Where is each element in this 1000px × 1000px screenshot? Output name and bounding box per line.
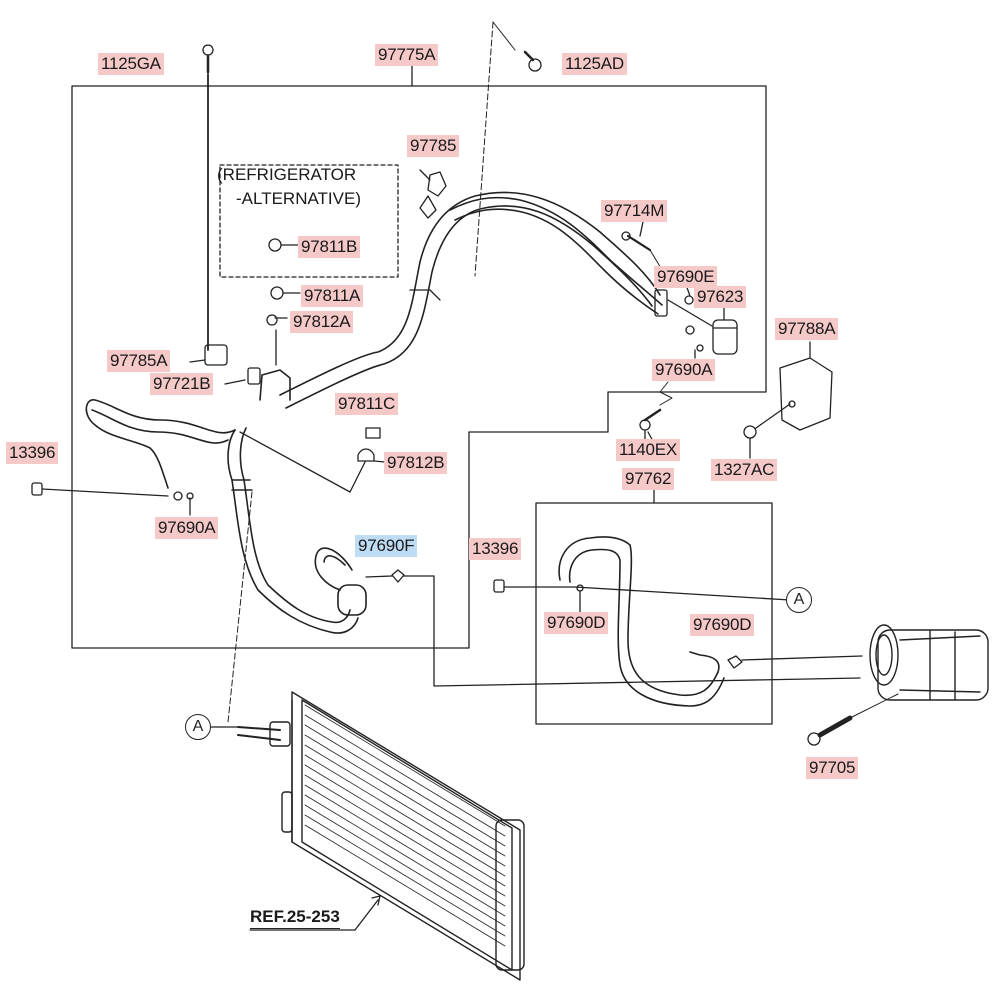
o-ring-97811A (270, 286, 284, 300)
pipe-97762 (558, 536, 725, 707)
assembly-frame-sub (535, 502, 773, 725)
assembly-frame-main (71, 85, 767, 649)
o-ring-97811B (268, 238, 282, 252)
part-label-13396-mid[interactable]: 13396 (469, 538, 522, 560)
part-label-97788A[interactable]: 97788A (775, 318, 839, 340)
hose-upper (279, 191, 663, 409)
cap-97812B (357, 448, 375, 462)
alternative-note-line2: -ALTERNATIVE) (236, 189, 361, 208)
part-label-97690D-right[interactable]: 97690D (690, 614, 755, 636)
part-label-97785A[interactable]: 97785A (107, 350, 171, 372)
receiver-drier (712, 319, 738, 355)
part-label-97812B[interactable]: 97812B (384, 452, 448, 474)
part-label-1125GA[interactable]: 1125GA (98, 53, 164, 75)
reference-label[interactable]: REF.25-253 (250, 906, 340, 929)
alternative-box (219, 164, 399, 278)
bolt-1125GA (202, 44, 214, 74)
part-label-97811C[interactable]: 97811C (335, 393, 399, 415)
part-label-97762[interactable]: 97762 (622, 468, 675, 490)
hose-curl (314, 547, 367, 616)
part-label-97811A[interactable]: 97811A (301, 285, 364, 307)
part-label-97690D-left[interactable]: 97690D (544, 612, 609, 634)
bolt-1125AD (523, 50, 542, 72)
part-label-97690A-left[interactable]: 97690A (155, 517, 219, 539)
part-label-13396-left[interactable]: 13396 (6, 442, 59, 464)
bolt-97705 (807, 715, 853, 746)
cover-97788A (779, 357, 833, 431)
part-label-97775A[interactable]: 97775A (375, 44, 439, 66)
condenser (237, 691, 525, 981)
part-label-1140EX[interactable]: 1140EX (616, 439, 681, 461)
part-label-97721B[interactable]: 97721B (150, 373, 214, 395)
hose-lower-left (85, 399, 359, 634)
compressor (869, 624, 989, 701)
connection-marker-a-left: A (185, 714, 211, 740)
part-label-97811B[interactable]: 97811B (298, 236, 361, 258)
connection-marker-a-right: A (786, 587, 812, 613)
cap-97811C (365, 427, 381, 439)
part-label-97705[interactable]: 97705 (806, 757, 859, 779)
part-label-97623[interactable]: 97623 (694, 286, 747, 308)
part-label-1125AD[interactable]: 1125AD (562, 53, 627, 75)
part-label-97812A[interactable]: 97812A (290, 311, 354, 333)
alternative-note-line1: (REFRIGERATOR (217, 165, 357, 184)
part-label-97690F[interactable]: 97690F (355, 535, 418, 557)
part-label-97690A-top[interactable]: 97690A (652, 359, 716, 381)
part-label-97785[interactable]: 97785 (407, 135, 460, 157)
nut-1327AC (743, 425, 757, 439)
part-label-97690E[interactable]: 97690E (654, 266, 718, 288)
part-label-1327AC[interactable]: 1327AC (711, 459, 778, 481)
part-label-97714M[interactable]: 97714M (601, 200, 668, 222)
